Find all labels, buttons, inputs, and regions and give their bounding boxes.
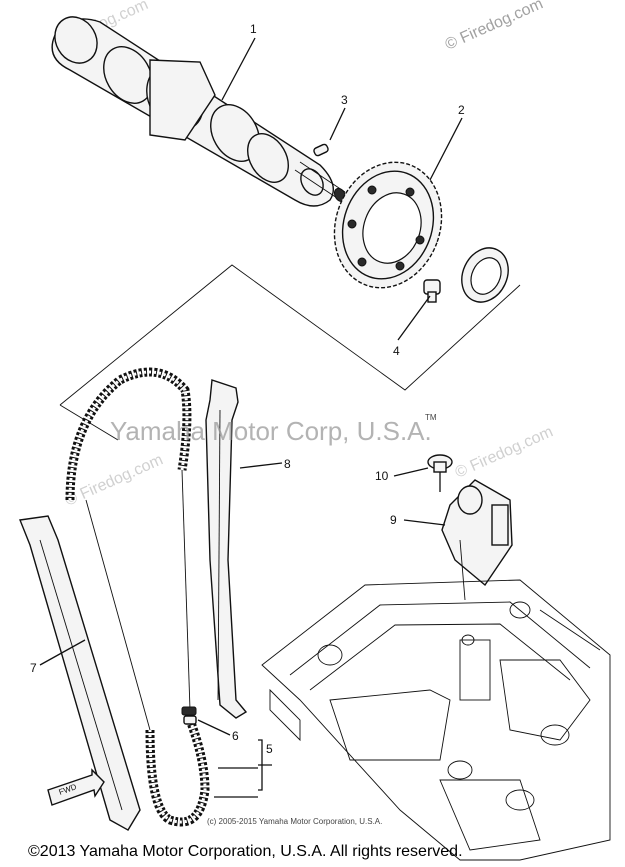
watermark-tm: TM	[425, 413, 437, 422]
label-9: 9	[390, 513, 397, 527]
leader-10	[393, 467, 429, 477]
leader-1	[221, 37, 256, 101]
chain-guide-rear	[205, 379, 248, 719]
label-5: 5	[266, 742, 273, 756]
label-6: 6	[232, 729, 239, 743]
cylinder-head	[261, 579, 611, 861]
watermark-top-right: © Firedog.com	[443, 0, 546, 54]
chain-guide-front	[19, 515, 141, 831]
leader-4	[397, 295, 431, 341]
label-4: 4	[393, 344, 400, 358]
leader-9	[403, 519, 446, 526]
footer-copyright: ©2013 Yamaha Motor Corporation, U.S.A. A…	[28, 843, 463, 860]
leader-8	[239, 462, 283, 469]
leader-2	[429, 117, 463, 181]
fwd-arrow: FWD	[47, 768, 105, 806]
label-2: 2	[458, 103, 465, 117]
assembly-outline	[59, 264, 521, 406]
label-3: 3	[341, 93, 348, 107]
timing-chain	[65, 367, 210, 827]
master-link	[181, 706, 197, 725]
leader-6	[197, 719, 231, 736]
watermark-center: Yamaha Motor Corp, U.S.A.	[110, 416, 432, 446]
label-1: 1	[250, 22, 257, 36]
dowel-pin	[313, 143, 329, 157]
label-7: 7	[30, 661, 37, 675]
watermark-left: © Firedog.com	[63, 451, 166, 509]
copyright-small: (c) 2005-2015 Yamaha Motor Corporation, …	[207, 817, 382, 826]
cam-sprocket	[333, 161, 443, 289]
leader-3	[329, 107, 346, 141]
sprocket-bolt	[423, 279, 441, 303]
leader-7	[39, 639, 86, 666]
label-8: 8	[284, 457, 291, 471]
camshaft	[51, 16, 347, 207]
tensioner-bolt	[427, 454, 453, 492]
watermark-right: © Firedog.com	[453, 423, 556, 481]
sprocket-ring	[461, 247, 509, 303]
label-10: 10	[375, 469, 389, 483]
leader-5	[214, 739, 272, 798]
chain-tensioner	[441, 479, 513, 601]
